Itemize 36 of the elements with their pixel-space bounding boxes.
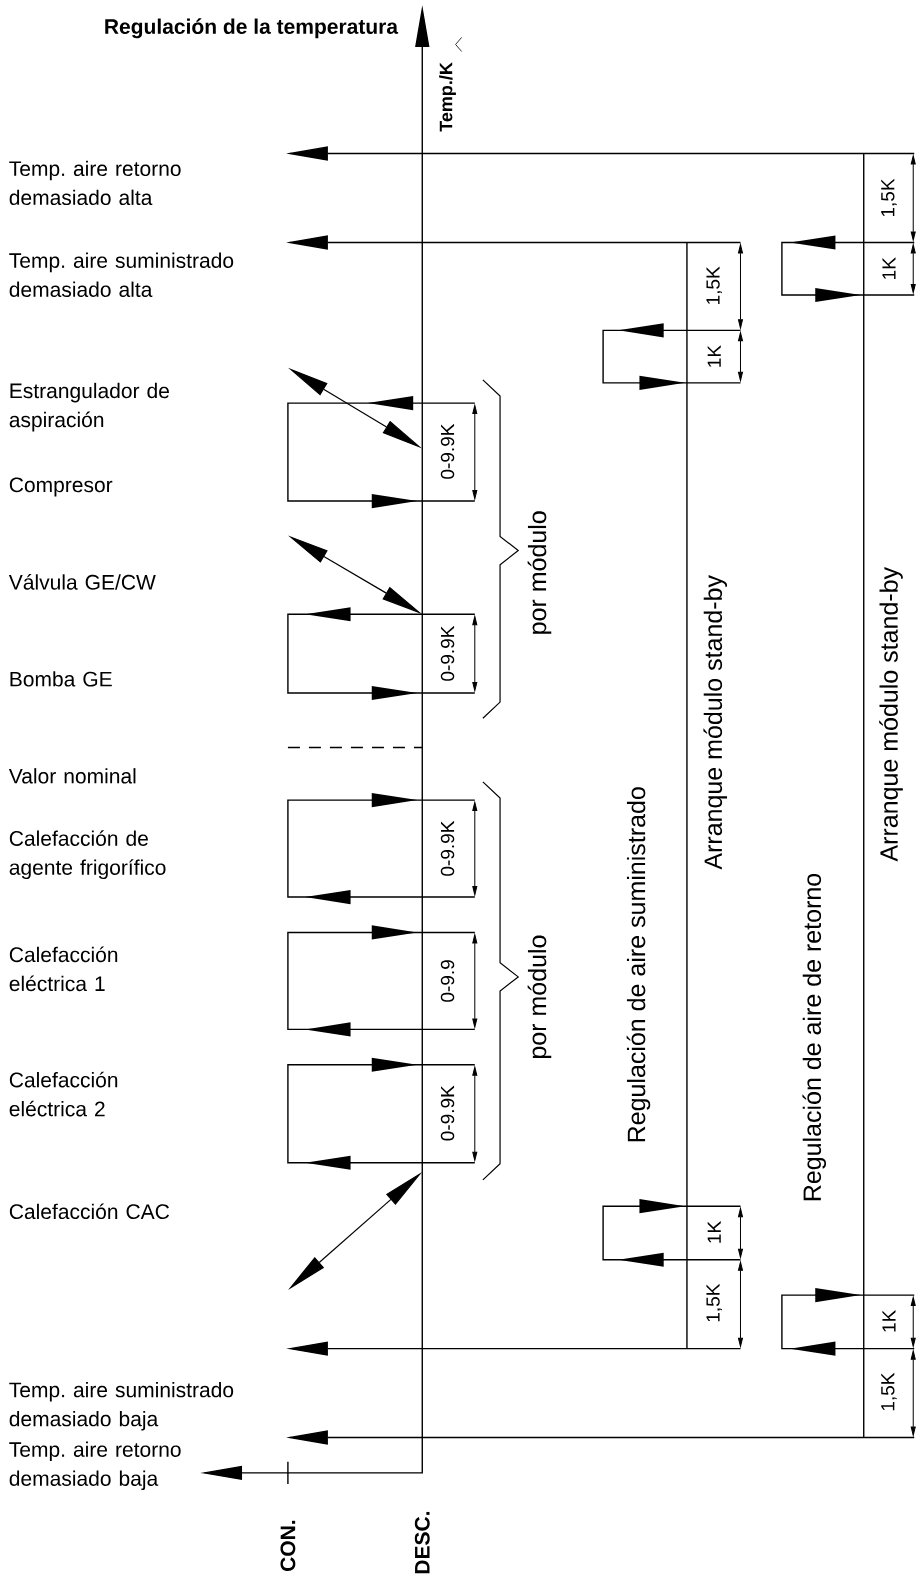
section-label: Arranque módulo stand-by [879, 567, 903, 862]
dimension-label: 0-9.9K [440, 625, 455, 681]
section-label: Regulación de aire de retorno [802, 873, 826, 1201]
title: Regulación de la temperatura [105, 18, 398, 39]
dimension-label: 1K [882, 257, 896, 279]
signal-label: Temp. aire retorno demasiado baja [9, 1441, 181, 1491]
signal-label: Temp. aire suministrado demasiado baja [9, 1381, 234, 1431]
signal-label: Válvula GE/CW [8, 574, 156, 590]
signal-label: Calefacción eléctrica 1 [9, 946, 118, 992]
dimension-label: 1,5K [706, 266, 722, 304]
section-label: Arranque módulo stand-by [703, 575, 727, 870]
axis-label: Temp./K [439, 62, 456, 132]
section-label: Regulación de aire suministrado [626, 787, 651, 1142]
signal-label: Calefacción eléctrica 2 [9, 1071, 118, 1117]
signal-label: Compresor [9, 477, 113, 497]
dimension-label: 1K [882, 1309, 896, 1332]
dimension-label: 1,5K [706, 1283, 722, 1322]
dimension-label: 0-9.9 [440, 960, 455, 1002]
signal-label: Calefacción CAC [9, 1203, 169, 1220]
signal-label: Temp. aire suministrado demasiado alta [9, 252, 234, 297]
dimension-label: 1,5K [881, 178, 897, 217]
state-label: CON. [280, 1520, 296, 1571]
dimension-label: 1K [707, 1221, 721, 1243]
dimension-label: 1K [707, 345, 721, 367]
section-label: por módulo [527, 935, 552, 1058]
signal-label: Valor nominal [8, 768, 136, 784]
section-label: por módulo [527, 511, 552, 634]
signal-label: Calefacción de agente frigorífico [9, 830, 166, 880]
dimension-label: 1,5K [881, 1372, 897, 1411]
state-label: DESC. [414, 1511, 430, 1574]
dimension-label: 0-9.9K [440, 423, 455, 479]
signal-label: Temp. aire retorno demasiado alta [9, 160, 181, 206]
signal-label: Bomba GE [10, 671, 112, 687]
dimension-label: 0-9.9K [440, 820, 455, 876]
dimension-label: 0-9.9K [440, 1085, 455, 1141]
signal-label: Estrangulador de aspiración [9, 382, 169, 432]
